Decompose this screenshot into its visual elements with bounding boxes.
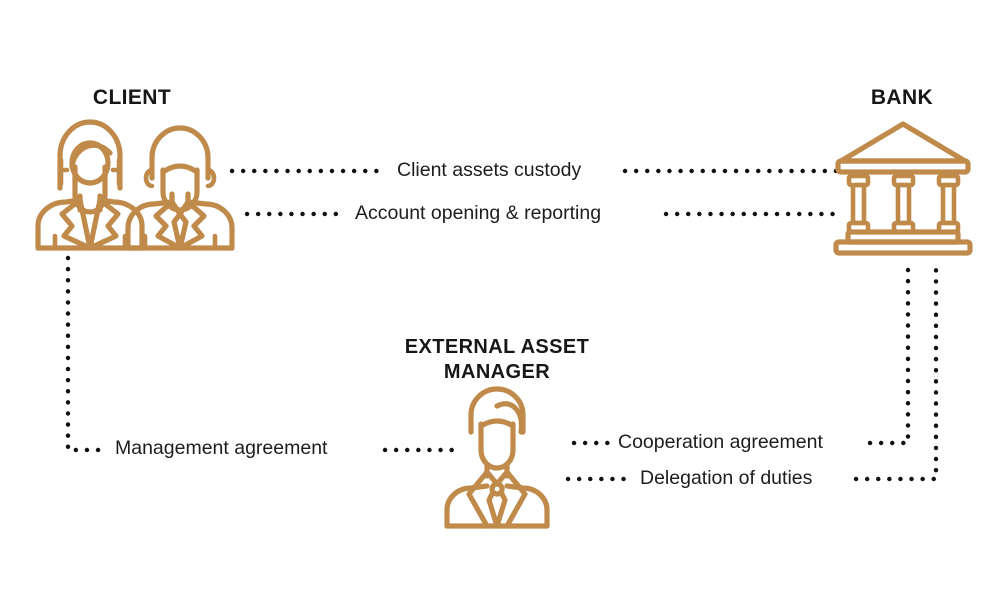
bank-building-icon	[833, 121, 973, 256]
link-label-management-agreement: Management agreement	[115, 437, 328, 459]
woman-figure	[35, 119, 145, 251]
connector-cooperation-right	[867, 265, 911, 446]
eam-node-label: EXTERNAL ASSET MANAGER	[404, 336, 590, 384]
link-label-cooperation-agreement: Cooperation agreement	[618, 431, 823, 453]
bank-node-label: BANK	[870, 86, 934, 109]
client-node-label: CLIENT	[92, 86, 172, 109]
bank-columns	[846, 173, 961, 235]
link-label-account-opening: Account opening & reporting	[355, 202, 602, 224]
link-label-delegation-of-duties: Delegation of duties	[640, 467, 813, 489]
two-people-icon	[35, 119, 235, 251]
link-label-custody: Client assets custody	[397, 159, 582, 181]
business-person-icon	[444, 386, 550, 529]
connector-delegation-right	[853, 259, 939, 482]
man-figure	[125, 125, 235, 251]
